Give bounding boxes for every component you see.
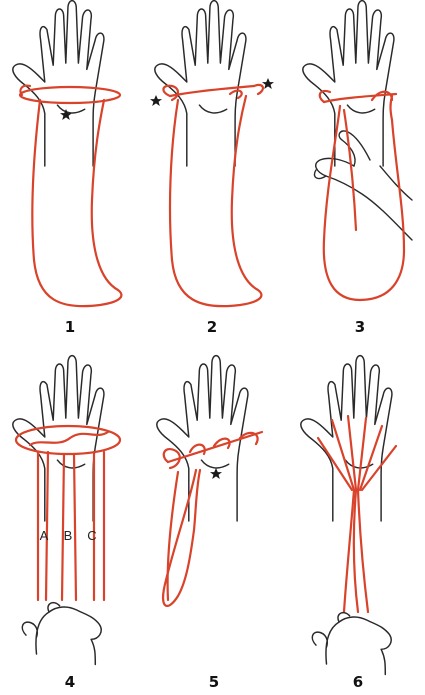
panel-4: A B C 4: [13, 356, 120, 691]
star-marker-icon: [60, 109, 72, 120]
panel-5: 5: [157, 356, 262, 691]
string-loop: [16, 426, 120, 600]
star-marker-icon: [150, 95, 162, 106]
strand-label: C: [87, 528, 96, 543]
string-loop: [163, 85, 263, 306]
panel-1: 1: [13, 1, 122, 336]
helper-hand: [22, 603, 101, 665]
hand-outline: [157, 356, 248, 521]
hand-outline: [155, 1, 246, 166]
step-label: 2: [207, 318, 217, 336]
step-label: 5: [209, 673, 219, 691]
panel-6: 6: [301, 356, 396, 691]
step-label: 4: [65, 673, 75, 691]
step-label: 1: [65, 318, 75, 336]
string-loop: [320, 91, 404, 300]
star-marker-icon: [210, 468, 222, 479]
step-label: 6: [353, 673, 363, 691]
strand-label: A: [40, 528, 49, 543]
string-loop: [318, 416, 396, 612]
panel-3: 3: [303, 1, 412, 336]
string-loop: [20, 86, 121, 307]
panel-2: 2: [150, 1, 274, 336]
string-loop: [163, 432, 262, 606]
hand-outline: [13, 356, 104, 521]
strand-label: B: [64, 528, 73, 543]
step-label: 3: [355, 318, 365, 336]
helper-hand: [312, 613, 391, 675]
hand-outline: [13, 1, 104, 166]
